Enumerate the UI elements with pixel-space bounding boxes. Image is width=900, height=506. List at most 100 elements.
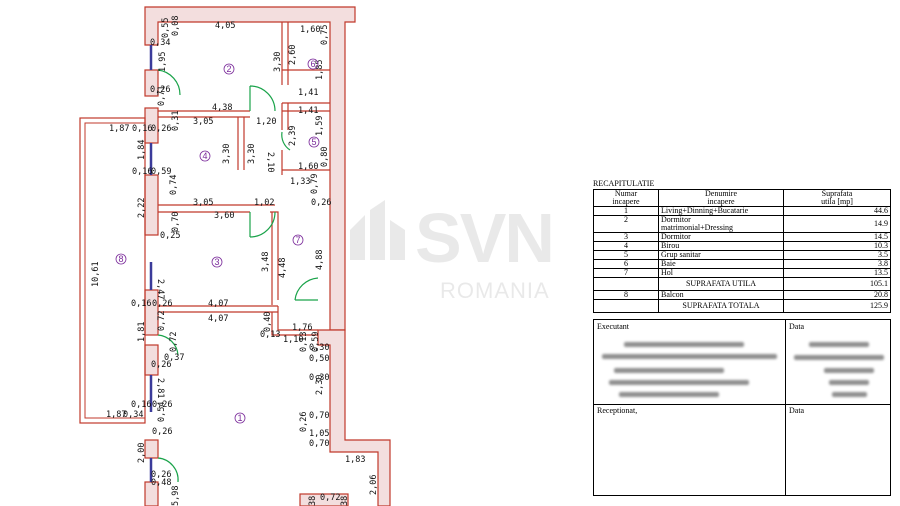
svg-text:7: 7	[295, 235, 300, 245]
dim-label: 0,31	[171, 111, 181, 131]
dim-label: 1,84	[137, 140, 147, 160]
dim-label: 0,26	[151, 124, 171, 134]
dim-label: 0,34	[150, 38, 170, 48]
total-area-label: SUPRAFATA TOTALA	[658, 299, 784, 313]
svg-text:3: 3	[214, 257, 219, 267]
receptionat-label: Receptionat,	[597, 406, 638, 415]
total-area-value: 125.9	[783, 299, 891, 313]
col-header-number: Numar incapere	[593, 189, 659, 207]
dim-label: 0,26	[311, 198, 331, 208]
cell-name: Hol	[658, 268, 784, 278]
dim-label: 0,16	[132, 167, 152, 177]
dim-label: 0,25	[160, 231, 180, 241]
dim-label: 0,74	[169, 175, 179, 195]
dim-label: 3,30	[273, 52, 283, 72]
dim-label: 2,60	[288, 45, 298, 65]
cell-name: Dormitor matrimonial+Dressing	[658, 215, 784, 233]
dim-label: 1,05	[309, 429, 329, 439]
dim-label: 0,72	[169, 332, 179, 352]
svg-text:2: 2	[226, 64, 231, 74]
dim-label: 0,26	[299, 412, 309, 432]
dim-label: 0,13	[260, 330, 280, 340]
useful-area-value: 105.1	[783, 277, 891, 291]
dim-label: 0,40	[263, 312, 273, 332]
cell-area: 10.3	[783, 241, 891, 251]
dim-label: 0,30	[309, 373, 329, 383]
dim-label: 4,05	[215, 21, 235, 31]
recap-table: Numar incapere Denumire incapere Suprafa…	[593, 189, 891, 313]
svg-text:1: 1	[237, 413, 242, 423]
dim-label: 0,26	[152, 299, 172, 309]
svg-text:5: 5	[311, 137, 316, 147]
room-number-3: 3	[211, 256, 223, 268]
table-header-row: Numar incapere Denumire incapere Suprafa…	[593, 189, 891, 207]
dim-label: 1,20	[256, 117, 276, 127]
dim-label: 3,05	[193, 198, 213, 208]
dim-label: 0,79	[310, 174, 320, 194]
dim-label: 1,81	[137, 322, 147, 342]
dim-label: 3,60	[214, 211, 234, 221]
dim-label: 1,10	[283, 335, 303, 345]
dim-label: 0,37	[164, 353, 184, 363]
date-label-2: Data	[789, 406, 805, 415]
dim-label: 0,48	[151, 478, 171, 488]
dim-label: 4,38	[212, 103, 232, 113]
room-number-5: 5	[308, 136, 320, 148]
cell-name: Balcon	[658, 290, 784, 300]
dim-label: 4,07	[208, 314, 228, 324]
dim-label: 2,30	[315, 375, 325, 395]
cell-number: 7	[593, 268, 659, 278]
dim-label: 2,39	[288, 126, 298, 146]
useful-area-label: SUPRAFATA UTILA	[658, 277, 784, 291]
dim-label: 2,81	[155, 378, 165, 398]
dim-label: 1,85	[315, 60, 325, 80]
dim-label: 1,60	[298, 162, 318, 172]
room-number-6: 6	[307, 58, 319, 70]
dim-label: 4,07	[208, 299, 228, 309]
dim-label: 5,98	[171, 486, 181, 506]
room-number-2: 2	[223, 63, 235, 75]
dim-label: 3,30	[222, 144, 232, 164]
executant-label: Executant	[597, 322, 629, 331]
col-header-area: Suprafata utila [mp]	[783, 189, 891, 207]
dim-label: 38	[340, 496, 350, 506]
cell-area: 3.5	[783, 250, 891, 260]
cell-area: 44.6	[783, 206, 891, 216]
dim-label: 0,72	[157, 311, 167, 331]
dim-label: 0,59	[151, 167, 171, 177]
dim-label: 3,30	[247, 144, 257, 164]
dim-label: 4,48	[278, 258, 288, 278]
dim-label: 0,26	[151, 470, 171, 480]
dim-label: 1,59	[315, 116, 325, 136]
cell-name: Grup sanitar	[658, 250, 784, 260]
dim-label: 0,72	[320, 493, 340, 503]
room-number-8: 8	[115, 253, 127, 265]
dim-label: 0,55	[161, 18, 171, 38]
dim-label: 0,30	[309, 343, 329, 353]
signature-block: Executant Data Receptionat, Data	[593, 319, 891, 496]
dim-label: 0,54	[157, 402, 167, 422]
dim-label: 2,00	[137, 443, 147, 463]
dim-label: 4,88	[315, 250, 325, 270]
room-number-1: 1	[234, 412, 246, 424]
dim-label: 2,22	[137, 198, 147, 218]
svg-text:6: 6	[310, 59, 315, 69]
dim-label: 2,06	[369, 475, 379, 495]
dim-label: 10,61	[91, 261, 101, 287]
dim-label: 0,59	[311, 332, 321, 352]
svg-text:4: 4	[202, 151, 207, 161]
room-number-4: 4	[199, 150, 211, 162]
cell-number: 2	[593, 215, 659, 233]
recap-panel: RECAPITULATIE Numar incapere Denumire in…	[593, 178, 891, 313]
dim-label: 0,80	[320, 147, 330, 167]
dim-label: 1,87	[109, 124, 129, 134]
